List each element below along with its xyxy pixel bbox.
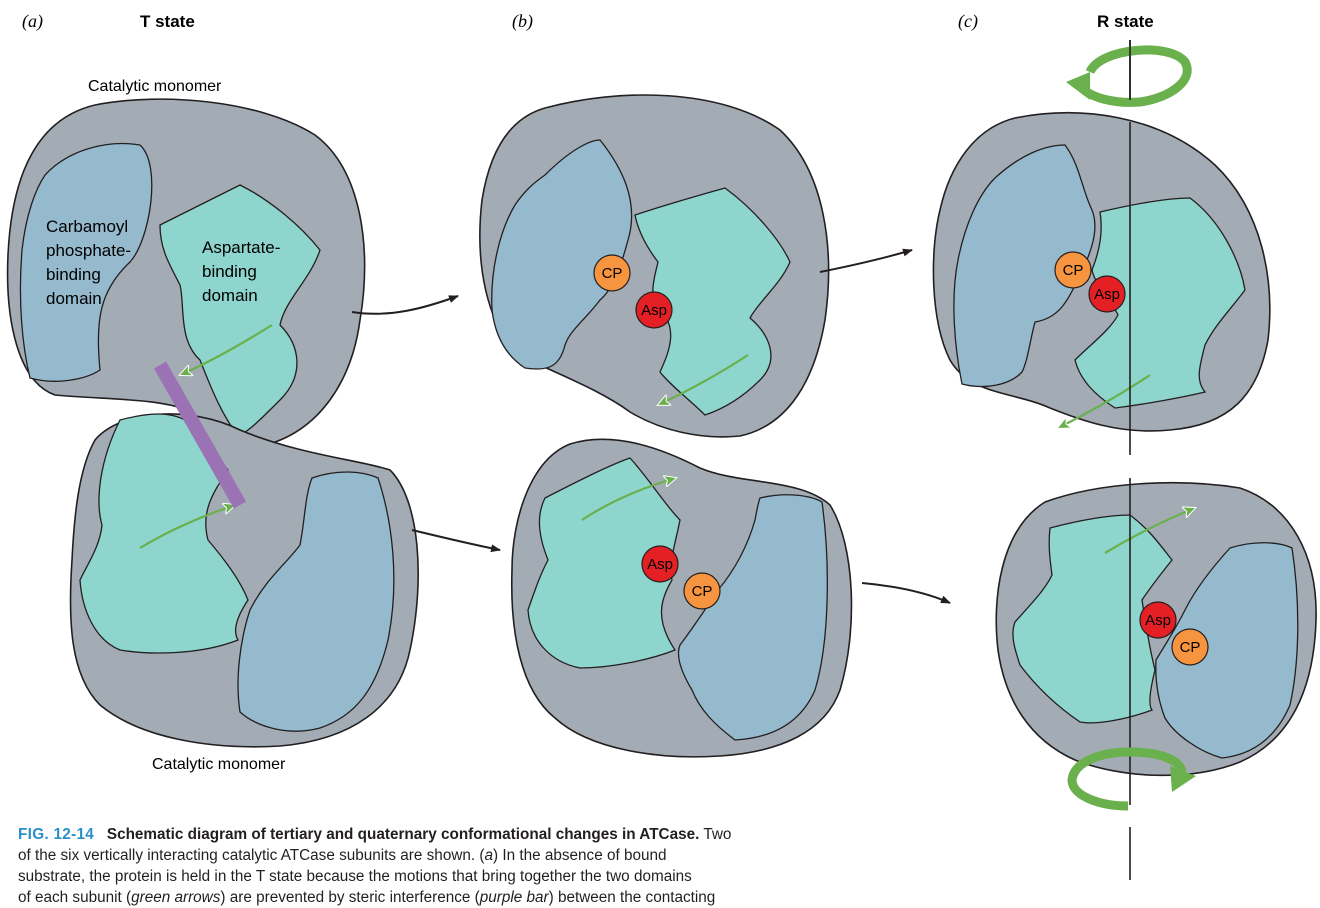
cp-domain-line-4: domain: [46, 289, 102, 308]
r-state-label: R state: [1097, 12, 1154, 31]
motion-arrow-icon: [658, 354, 749, 406]
caption-text: ) are prevented by steric interference (: [220, 889, 480, 906]
cp-ligand: CP: [1171, 628, 1209, 666]
panel-b-letter: (b): [512, 11, 533, 32]
motion-arrow-icon: [1058, 374, 1151, 429]
steric-interference-bar: [153, 361, 247, 509]
motion-arrow-icon: [180, 324, 273, 375]
t-state-top-subunit: Carbamoyl phosphate- binding domain Aspa…: [6, 98, 366, 448]
figure-title: Schematic diagram of tertiary and quater…: [106, 826, 700, 843]
asp-ligand: Asp: [1139, 601, 1177, 639]
cp-label: CP: [1063, 262, 1084, 279]
carbamoyl-phosphate-binding-domain: [1155, 542, 1299, 759]
rotation-arrow-icon: [1067, 747, 1196, 811]
cp-ligand: CP: [1054, 251, 1092, 289]
carbamoyl-phosphate-binding-domain: [677, 494, 828, 741]
caption-line-3: substrate, the protein is held in the T …: [18, 868, 692, 885]
t-state-bottom-subunit: [69, 413, 419, 748]
figure-caption: FIG. 12-14 Schematic diagram of tertiary…: [18, 824, 1018, 908]
transition-arrow-icon: [819, 248, 913, 273]
carbamoyl-phosphate-binding-domain: [19, 142, 153, 382]
catalytic-monomer-bottom-label: Catalytic monomer: [152, 756, 286, 773]
asp-ligand: Asp: [635, 291, 673, 329]
asp-domain-line-1: Aspartate-: [202, 238, 280, 257]
caption-italic-green-arrows: green arrows: [131, 889, 221, 906]
aspartate-binding-domain: [159, 184, 321, 437]
asp-domain-line-2: binding: [202, 262, 257, 281]
caption-text: of the six vertically interacting cataly…: [18, 847, 485, 864]
aspartate-binding-domain: [527, 457, 681, 669]
asp-label: Asp: [1145, 612, 1171, 629]
motion-arrow-icon: [139, 505, 235, 549]
carbamoyl-phosphate-binding-domain: [491, 139, 633, 370]
cp-ligand: CP: [683, 572, 721, 610]
asp-ligand: Asp: [641, 545, 679, 583]
cp-label: CP: [692, 583, 713, 600]
caption-line-1-tail: Two: [699, 826, 732, 843]
carbamoyl-phosphate-binding-domain: [953, 144, 1096, 388]
panel-a-letter: (a): [22, 11, 43, 32]
motion-arrow-icon: [1104, 508, 1195, 554]
panel-c-letter: (c): [958, 11, 978, 32]
motion-arrow-icon: [581, 478, 676, 521]
figure-number: FIG. 12-14: [18, 826, 95, 843]
carbamoyl-phosphate-binding-domain: [237, 471, 395, 732]
caption-line-4: of each subunit (green arrows) are preve…: [18, 887, 1018, 908]
cp-ligand: CP: [593, 254, 631, 292]
c-bottom-subunit: Asp CP: [995, 481, 1317, 777]
cp-domain-line-3: binding: [46, 265, 101, 284]
caption-italic-purple-bar: purple bar: [479, 889, 549, 906]
cp-label: CP: [602, 265, 623, 282]
transition-arrow-icon: [351, 295, 459, 315]
transition-arrow-icon: [411, 529, 501, 553]
caption-text: of each subunit (: [18, 889, 132, 906]
cp-label: CP: [1180, 639, 1201, 656]
asp-label: Asp: [647, 556, 673, 573]
asp-ligand: Asp: [1088, 275, 1126, 313]
asp-label: Asp: [641, 302, 667, 319]
caption-text: ) In the absence of bound: [493, 847, 667, 864]
asp-label: Asp: [1094, 286, 1120, 303]
caption-line-2: of the six vertically interacting cataly…: [18, 845, 1018, 866]
rotation-arrow-icon: [1066, 40, 1192, 107]
caption-text: ) between the contacting: [548, 889, 716, 906]
caption-italic-a: a: [484, 847, 493, 864]
catalytic-monomer-top-label: Catalytic monomer: [88, 78, 222, 95]
b-top-subunit: CP Asp: [479, 94, 830, 438]
aspartate-binding-domain: [1012, 514, 1173, 724]
cp-domain-line-2: phosphate-: [46, 241, 131, 260]
c-top-subunit: CP Asp: [932, 112, 1271, 432]
transition-arrow-icon: [861, 582, 951, 604]
caption-line-1: FIG. 12-14 Schematic diagram of tertiary…: [18, 824, 1018, 845]
t-state-label: T state: [140, 12, 195, 31]
asp-domain-line-3: domain: [202, 286, 258, 305]
cp-domain-line-1: Carbamoyl: [46, 217, 128, 236]
b-bottom-subunit: Asp CP: [510, 438, 853, 758]
